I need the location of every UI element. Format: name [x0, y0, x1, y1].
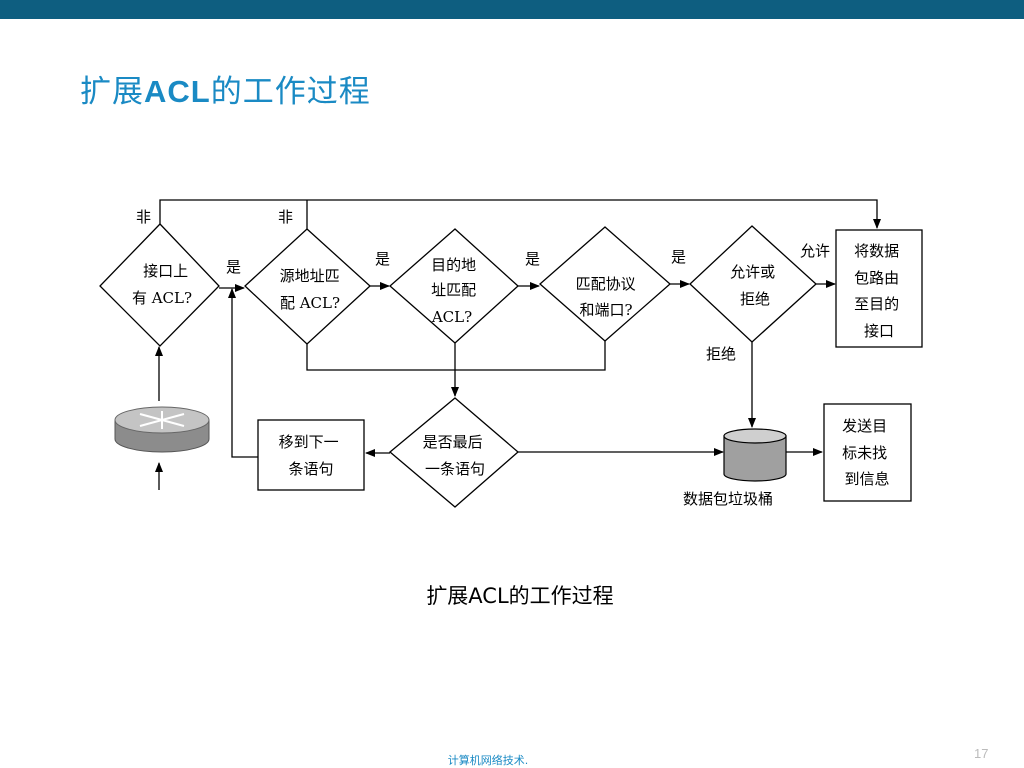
footer-text: 计算机网络技术.: [447, 754, 529, 767]
forward-text: 将数据 包路由 至目的 接口: [854, 242, 904, 340]
label-bucket: 数据包垃圾桶: [683, 490, 773, 508]
label-allow: 允许: [800, 242, 830, 260]
decision-permit-text: 允许或 拒绝: [730, 263, 780, 308]
bucket-icon: [723, 428, 787, 482]
label-yes-4: 是: [671, 248, 686, 266]
decision-interface-text: 接口上 有 ACL?: [132, 262, 193, 307]
label-no-source: 非: [278, 208, 293, 226]
unreachable-box: [823, 403, 912, 502]
decision-permit-diamond: [689, 225, 817, 343]
label-deny: 拒绝: [706, 345, 736, 363]
forward-box: [835, 229, 923, 348]
next-statement-text: 移到下一 条语句: [279, 433, 344, 478]
router-icon: [114, 406, 210, 453]
decision-last-text: 是否最后 一条语句: [423, 433, 488, 478]
label-no-interface: 非: [136, 208, 151, 226]
top-bar: [0, 0, 1024, 19]
figure-caption: 扩展ACL的工作过程: [426, 584, 614, 608]
decision-source-text: 源地址匹 配 ACL?: [280, 267, 345, 312]
decision-interface-diamond: [99, 223, 220, 347]
decision-dest-text: 目的地 址匹配 ACL?: [431, 256, 481, 326]
decision-last-diamond: [388, 397, 519, 508]
slide-title: 扩展ACL的工作过程: [80, 74, 371, 110]
next-statement-box: [257, 419, 365, 491]
label-yes-3: 是: [525, 250, 540, 268]
label-yes-2: 是: [375, 250, 390, 268]
decision-source-diamond: [244, 228, 371, 345]
decision-protocol-text: 匹配协议 和端口?: [576, 275, 641, 319]
unreachable-text: 发送目 标未找 到信息: [842, 417, 892, 488]
page-number: 17: [974, 746, 989, 761]
label-yes-1: 是: [226, 258, 241, 276]
